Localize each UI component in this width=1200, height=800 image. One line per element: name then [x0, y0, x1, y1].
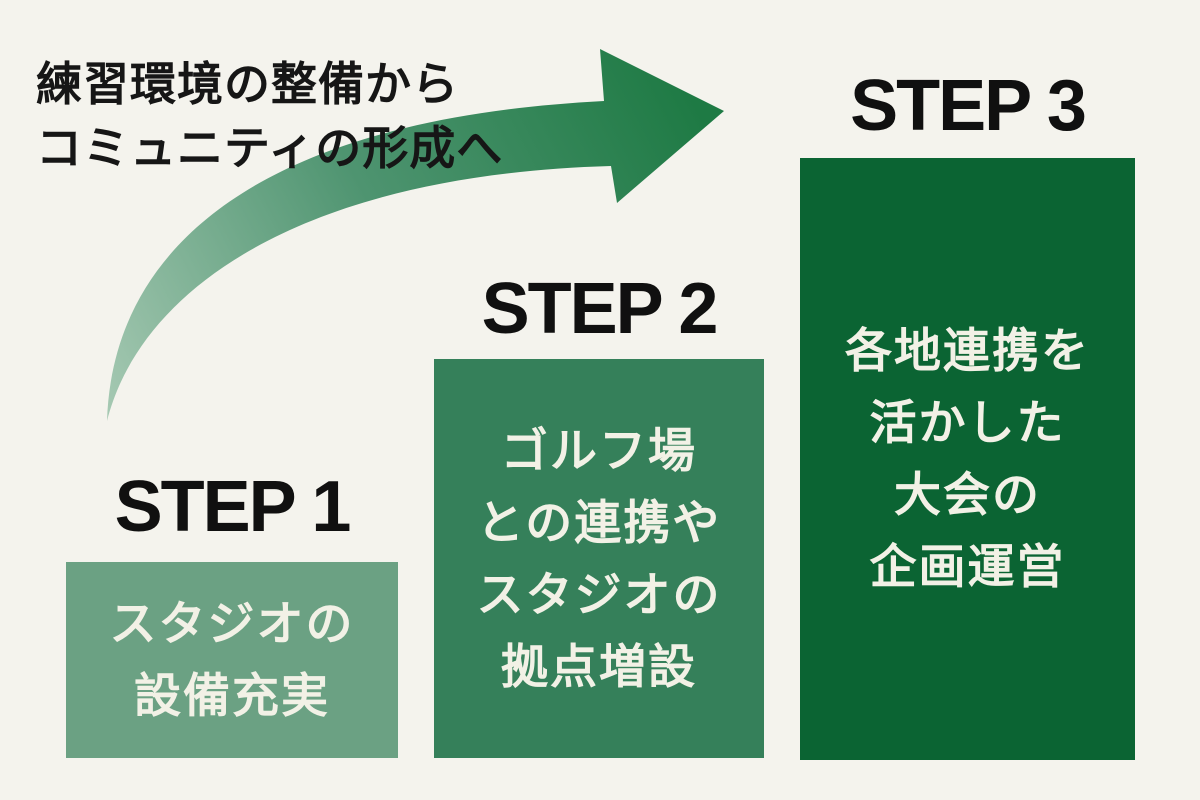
heading-line-1: 練習環境の整備から [36, 58, 459, 110]
step-2-text-line: 拠点増設 [501, 639, 697, 693]
step-2-box: ゴルフ場 との連携や スタジオの 拠点増設 [434, 359, 764, 758]
step-3-box: 各地連携を 活かした 大会の 企画運営 [800, 158, 1135, 760]
growth-arrow-shape [107, 49, 724, 421]
step-2-text-line: との連携や [476, 495, 722, 549]
step-3-text-line: 企画運営 [869, 540, 1066, 593]
step-3-text-line: 大会の [894, 468, 1041, 521]
step-2-text-line: スタジオの [476, 567, 722, 621]
step-2-text-line: ゴルフ場 [501, 423, 697, 477]
step-1-title: STEP 1 [114, 467, 352, 547]
poster-heading: 練習環境の整備から コミュニティの形成へ [36, 52, 503, 180]
step-2-title: STEP 2 [481, 269, 719, 349]
step-3-text-line: 活かした [869, 396, 1066, 449]
heading-line-2: コミュニティの形成へ [36, 122, 504, 174]
step-1-text-line: スタジオの [109, 597, 355, 650]
step-1-box: スタジオの 設備充実 [66, 562, 398, 758]
step-3-title: STEP 3 [850, 66, 1087, 146]
step-3-text-line: 各地連携を [845, 324, 1090, 377]
step-1-text-line: 設備充実 [134, 669, 330, 722]
